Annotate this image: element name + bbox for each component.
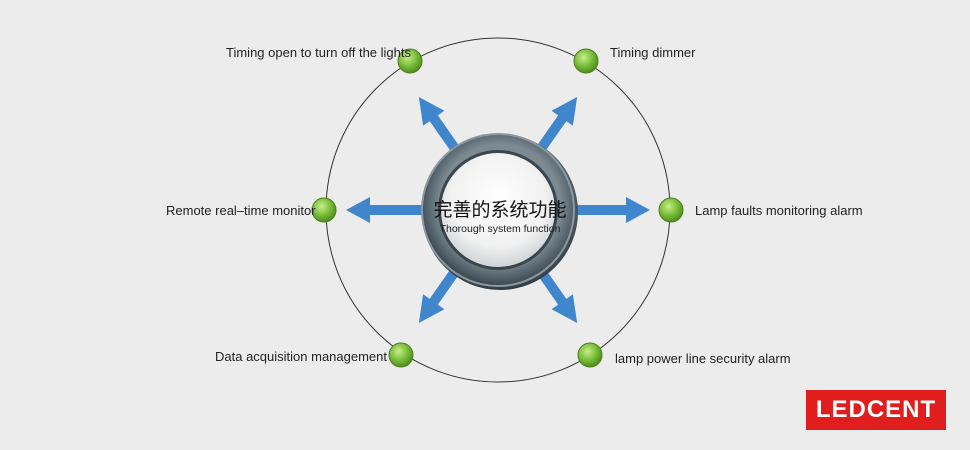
arrow-right xyxy=(568,197,650,223)
nodes xyxy=(311,48,684,368)
arrow-left xyxy=(346,197,428,223)
brand-logo: LEDCENT xyxy=(806,390,946,430)
center-hub xyxy=(421,133,578,290)
label-data-acquisition: Data acquisition management xyxy=(215,349,387,364)
node-dot xyxy=(573,48,599,74)
center-subtitle: Thorough system function xyxy=(439,223,561,235)
node-dot xyxy=(397,48,423,74)
node-dot xyxy=(388,342,414,368)
node-dot xyxy=(311,197,337,223)
label-remote-monitor: Remote real–time monitor xyxy=(166,203,316,218)
label-power-line-alarm: lamp power line security alarm xyxy=(615,351,791,366)
node-dot xyxy=(577,342,603,368)
label-lamp-faults: Lamp faults monitoring alarm xyxy=(695,203,863,218)
node-dot xyxy=(658,197,684,223)
center-title: 完善的系统功能 xyxy=(433,200,567,221)
label-timing-open: Timing open to turn off the lights xyxy=(226,45,411,60)
label-timing-dimmer: Timing dimmer xyxy=(610,45,696,60)
